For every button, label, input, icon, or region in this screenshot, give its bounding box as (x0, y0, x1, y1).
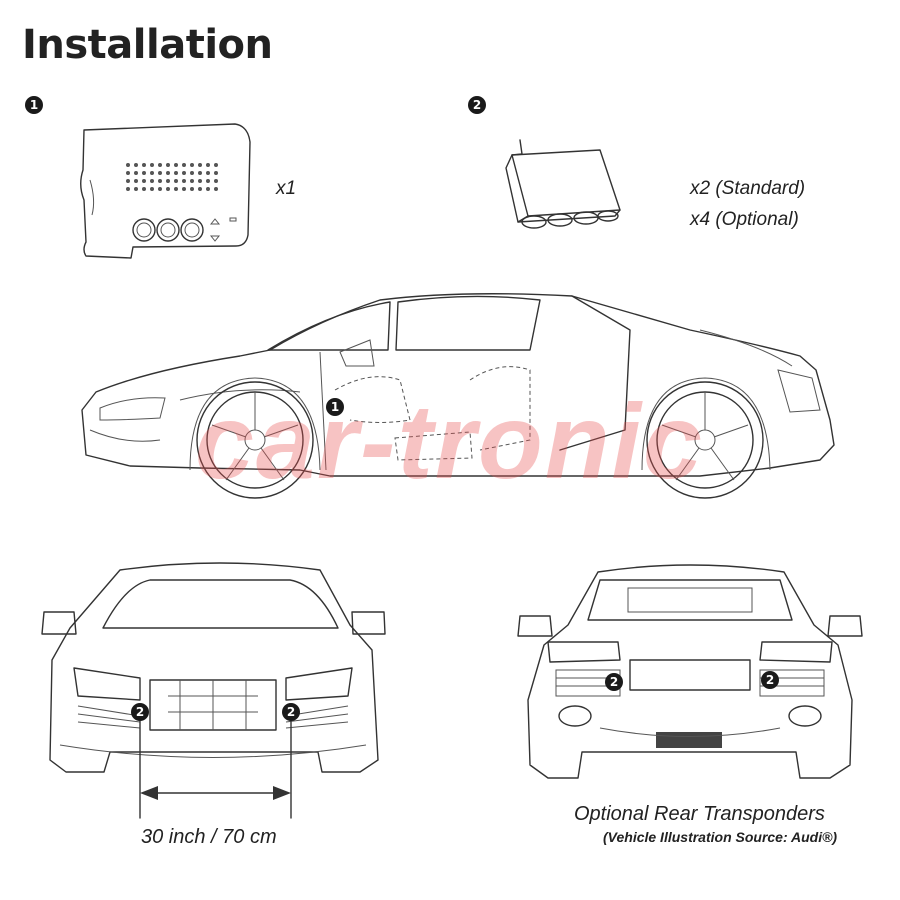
item-2-quantity-standard: x2 (Standard) (690, 178, 806, 199)
car-side-view (81, 293, 835, 499)
source-note: (Vehicle Illustration Source: Audi®) (603, 829, 838, 845)
detector-unit-illustration (80, 123, 251, 259)
side-view-callout-1: 1 (326, 398, 344, 416)
rear-transponders-caption: Optional Rear Transponders (574, 803, 825, 825)
dimension-label: 30 inch / 70 cm (141, 826, 277, 848)
page-title: Installation (22, 22, 273, 68)
rear-view-callout-left: 2 (605, 673, 623, 691)
car-rear-view (517, 564, 863, 779)
transponder-illustration (505, 139, 621, 229)
item-2-marker: 2 (468, 96, 486, 114)
rear-view-callout-right: 2 (761, 671, 779, 689)
item-2-quantity-optional: x4 (Optional) (690, 209, 799, 230)
brand-watermark: car-tronic (195, 383, 704, 501)
front-view-callout-right: 2 (282, 703, 300, 721)
item-1-quantity: x1 (276, 178, 297, 199)
car-front-view (41, 562, 386, 819)
front-view-callout-left: 2 (131, 703, 149, 721)
item-1-marker: 1 (25, 96, 43, 114)
